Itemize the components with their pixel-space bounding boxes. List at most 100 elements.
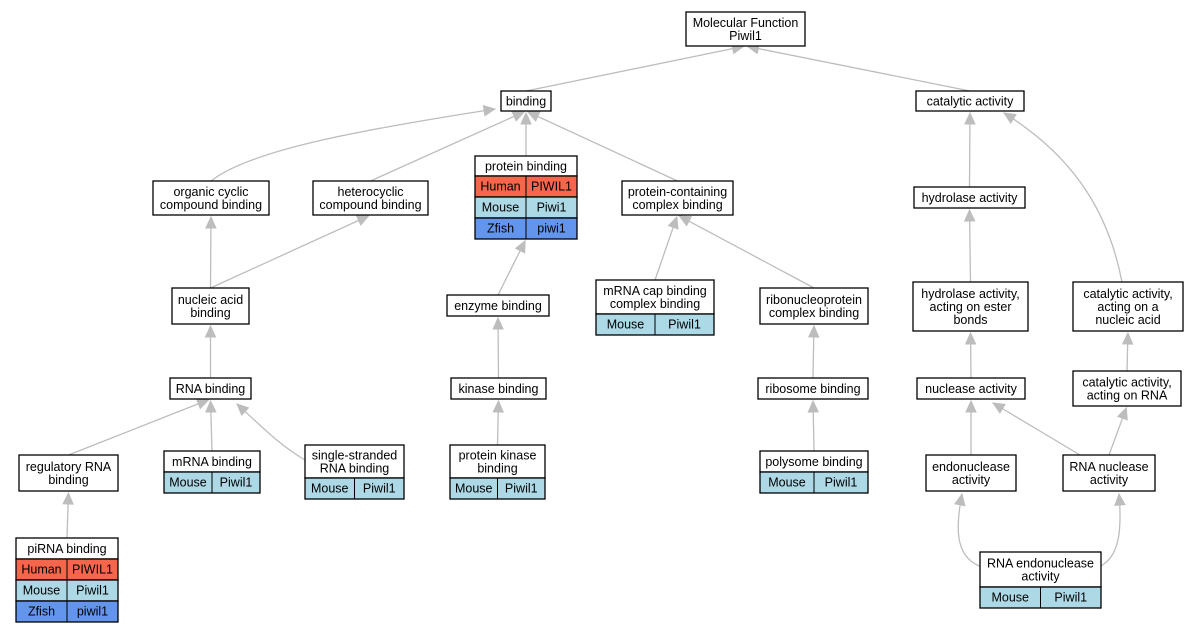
- gene-symbol[interactable]: Piwil1: [825, 476, 858, 490]
- edge-ss_rna-to-rna_binding: [236, 403, 306, 461]
- edges-layer: [62, 42, 1134, 569]
- term-label: complex binding: [769, 306, 859, 320]
- gene-symbol[interactable]: Piwil1: [363, 482, 396, 496]
- arrowhead-icon: [355, 215, 370, 226]
- gene-row-zfish[interactable]: Zfish piwi1: [474, 217, 578, 240]
- edge-binding-to-mf: [525, 43, 745, 92]
- edge-nucleic-to-organic: [205, 215, 217, 289]
- term-label: mRNA cap binding: [603, 284, 707, 298]
- arrowhead-icon: [965, 399, 977, 413]
- term-box: [312, 180, 429, 216]
- arrowhead-icon: [205, 399, 217, 413]
- term-label: nucleic acid: [178, 293, 243, 307]
- term-box: [685, 11, 806, 47]
- gene-row-mouse[interactable]: Mouse Piwil1: [163, 471, 261, 494]
- gene-symbol[interactable]: Piwil1: [505, 482, 538, 496]
- arrowhead-icon: [514, 239, 526, 254]
- go-term-rna-binding[interactable]: RNA binding: [169, 377, 252, 400]
- arrowhead-icon: [1116, 406, 1128, 421]
- term-label: compound binding: [319, 198, 421, 212]
- go-term-nuclease[interactable]: nuclease activity: [916, 377, 1026, 400]
- gene-symbol[interactable]: Piwi1: [537, 201, 567, 215]
- arrowhead-icon: [520, 111, 532, 125]
- arrowhead-icon: [963, 208, 976, 222]
- term-box: [18, 454, 119, 492]
- term-label: nucleic acid: [1095, 313, 1160, 327]
- edge-pccb-to-binding: [526, 111, 678, 182]
- species-label: Mouse: [169, 476, 207, 490]
- term-label: activity: [1021, 570, 1060, 584]
- edge-mrna_binding-to-rna_binding: [205, 399, 217, 452]
- edge-cat_rna-to-cat_nucleic: [1121, 331, 1134, 372]
- term-label: binding: [48, 473, 88, 487]
- species-label: Zfish: [487, 222, 514, 236]
- go-term-enzyme[interactable]: enzyme binding: [446, 294, 550, 317]
- edge-pk_binding-to-kinase: [492, 399, 504, 446]
- term-label: hydrolase activity,: [921, 287, 1019, 301]
- term-box: [916, 377, 1026, 400]
- edge-rna_nuclease-to-cat_rna: [1108, 406, 1128, 456]
- gene-symbol[interactable]: Piwil1: [220, 476, 253, 490]
- go-term-kinase[interactable]: kinase binding: [450, 377, 547, 400]
- term-label: acting on RNA: [1087, 389, 1168, 403]
- gene-symbol[interactable]: PIWIL1: [72, 563, 113, 577]
- gene-symbol[interactable]: piwi1: [537, 222, 566, 236]
- gene-symbol[interactable]: Piwil1: [76, 584, 109, 598]
- arrowhead-icon: [205, 215, 217, 229]
- gene-symbol[interactable]: PIWIL1: [531, 180, 572, 194]
- gene-symbol[interactable]: Piwil1: [668, 318, 701, 332]
- go-term-ribosome[interactable]: ribosome binding: [757, 377, 869, 400]
- arrowhead-icon: [1121, 331, 1134, 345]
- go-term-binding[interactable]: binding: [500, 90, 552, 112]
- go-term-cat-rna[interactable]: catalytic activity,acting on RNA: [1072, 370, 1182, 407]
- edge-hydrolase-to-catalytic: [964, 111, 976, 188]
- arrowhead-icon: [807, 399, 820, 413]
- gene-symbol[interactable]: piwil1: [77, 605, 108, 619]
- term-box: [1072, 281, 1184, 332]
- go-term-catalytic[interactable]: catalytic activity: [915, 90, 1025, 112]
- term-box: [912, 281, 1029, 332]
- arrowhead-icon: [511, 111, 526, 122]
- gene-symbol[interactable]: Piwil1: [1054, 591, 1087, 605]
- term-box: [450, 377, 547, 400]
- term-label: regulatory RNA: [26, 460, 112, 474]
- edge-ribosome-to-rnp: [807, 324, 820, 379]
- term-label: Piwil1: [729, 29, 762, 43]
- arrowhead-icon: [807, 324, 820, 338]
- go-term-hydrolase[interactable]: hydrolase activity: [913, 186, 1026, 209]
- term-label: ribonucleoprotein: [766, 293, 862, 307]
- term-label: RNA nuclease: [1069, 460, 1148, 474]
- term-label: kinase binding: [459, 382, 539, 396]
- edge-nuclease-to-hydro_ester: [964, 331, 977, 379]
